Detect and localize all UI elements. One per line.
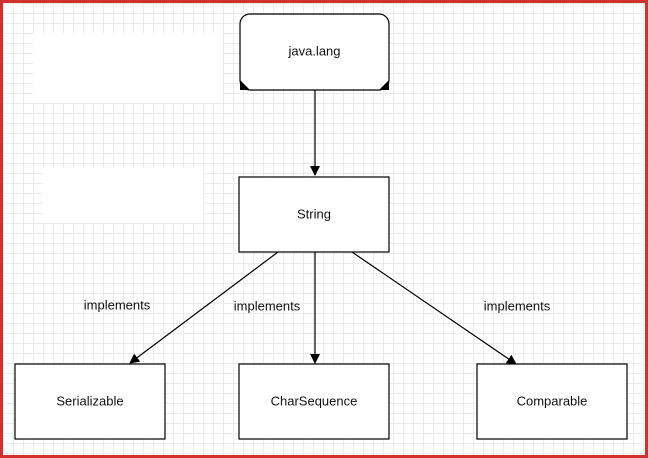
node-serializable-box [14,363,166,440]
node-serializable-label: Serializable [56,393,123,408]
faded-grid-patch [43,168,203,223]
edge-label-charsequence: implements [234,298,301,313]
node-package[interactable]: java.lang [239,13,390,91]
corner-mark [240,80,250,90]
node-comparable-box [476,363,628,440]
edge-label-serializable: implements [84,297,151,312]
edge-string-to-comparable [351,251,517,365]
node-string-box [238,176,390,253]
node-string-label: String [297,206,331,221]
faded-grid-patch [33,33,223,103]
node-string[interactable]: String [238,176,390,253]
edge-label-comparable: implements [484,298,551,313]
node-charsequence[interactable]: CharSequence [238,363,390,440]
node-comparable[interactable]: Comparable [476,363,628,440]
node-charsequence-label: CharSequence [271,393,358,408]
edge-string-to-serializable [129,251,279,364]
corner-mark [379,80,389,90]
node-package-box [239,13,390,91]
node-package-label: java.lang [287,43,340,58]
node-charsequence-box [238,363,390,440]
node-comparable-label: Comparable [517,393,588,408]
node-serializable[interactable]: Serializable [14,363,166,440]
